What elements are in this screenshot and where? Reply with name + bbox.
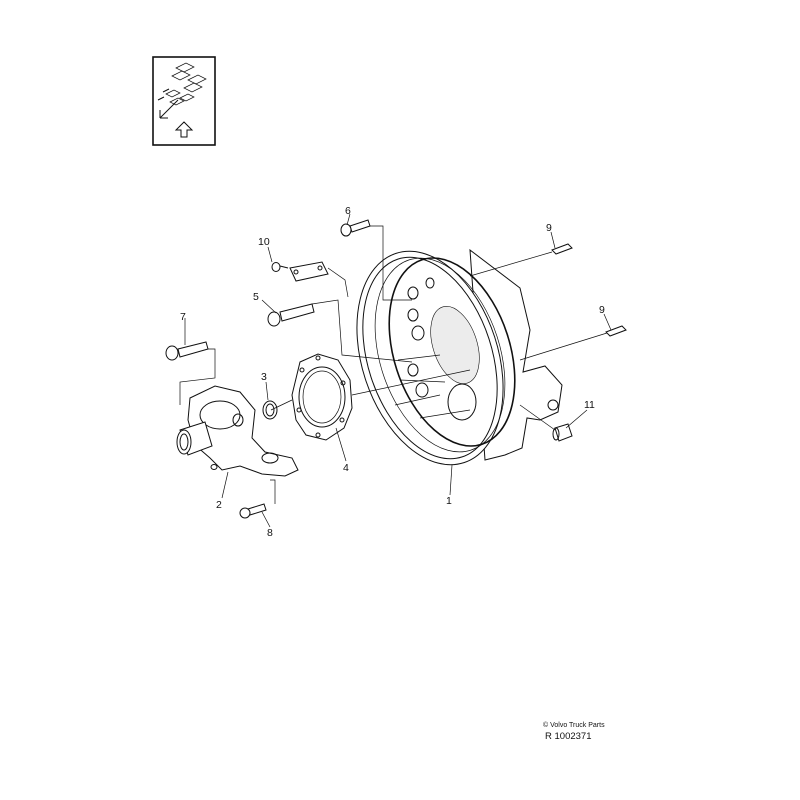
up-arrow-icon xyxy=(174,121,194,138)
part-2-pipe-housing xyxy=(176,385,299,477)
part-label-7: 7 xyxy=(180,311,186,323)
part-1-housing xyxy=(356,248,563,466)
part-label-5: 5 xyxy=(253,291,259,303)
part-label-2: 2 xyxy=(216,499,222,511)
part-label-4: 4 xyxy=(343,462,349,474)
part-11-plug xyxy=(552,423,573,442)
part-label-1: 1 xyxy=(446,495,452,507)
assembly-lines xyxy=(179,225,608,504)
part-7-bolt xyxy=(165,341,209,361)
part-6-bolt xyxy=(340,219,371,237)
part-3-seal-ring xyxy=(262,400,278,420)
reference-number: R 1002371 xyxy=(545,731,591,742)
part-label-6: 6 xyxy=(345,205,351,217)
orientation-icon xyxy=(152,56,216,146)
part-label-9-upper: 9 xyxy=(546,222,552,234)
part-labels: 1 2 3 4 5 6 7 8 9 9 10 11 xyxy=(180,205,605,539)
part-9-dowel-pin-lower xyxy=(605,325,627,337)
part-label-3: 3 xyxy=(261,371,267,383)
part-9-dowel-pin-upper xyxy=(551,243,573,255)
part-4-gasket-plate xyxy=(291,353,353,441)
part-label-10: 10 xyxy=(258,236,270,248)
part-5-bolt xyxy=(267,303,315,327)
part-10-cover-plate xyxy=(271,261,329,282)
leader-lines xyxy=(184,213,612,528)
part-label-11: 11 xyxy=(584,399,595,411)
part-label-9-lower: 9 xyxy=(599,304,605,316)
part-8-bolt xyxy=(239,503,267,519)
copyright-text: © Volvo Truck Parts xyxy=(543,721,605,729)
part-label-8: 8 xyxy=(267,527,273,539)
